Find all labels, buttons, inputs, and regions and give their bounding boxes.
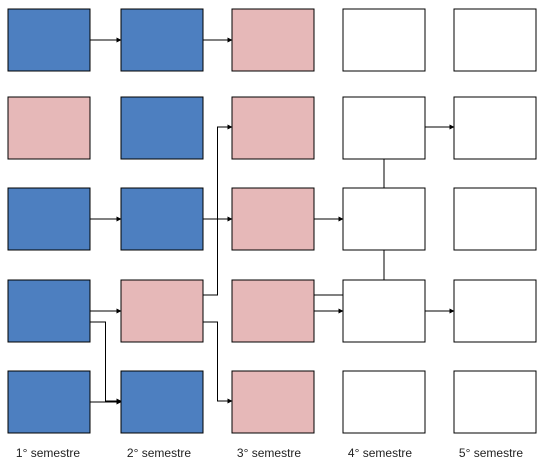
semester-label-2: 2° semestre bbox=[126, 446, 192, 460]
course-boxes-layer bbox=[7, 8, 537, 434]
course-box-r2-c2 bbox=[120, 96, 204, 160]
course-box-r2-c5 bbox=[453, 96, 537, 160]
course-box-r5-c2 bbox=[120, 370, 204, 434]
course-box-r1-c3 bbox=[231, 8, 315, 72]
course-box-r1-c1 bbox=[7, 8, 91, 72]
prerequisite-arrow-8 bbox=[203, 124, 233, 296]
course-box-r1-c2 bbox=[120, 8, 204, 72]
course-box-r3-c3 bbox=[231, 187, 315, 251]
course-box-r4-c3 bbox=[231, 279, 315, 343]
course-box-r3-c5 bbox=[453, 187, 537, 251]
course-box-r5-c4 bbox=[342, 370, 426, 434]
course-box-r1-c4 bbox=[342, 8, 426, 72]
course-box-r3-c2 bbox=[120, 187, 204, 251]
course-box-r1-c5 bbox=[453, 8, 537, 72]
semester-label-3: 3° semestre bbox=[236, 446, 302, 460]
course-box-r5-c3 bbox=[231, 370, 315, 434]
course-box-r4-c2 bbox=[120, 279, 204, 343]
prerequisite-arrow-6 bbox=[90, 321, 122, 404]
course-box-r2-c1 bbox=[7, 96, 91, 160]
course-box-r3-c1 bbox=[7, 187, 91, 251]
course-box-r4-c5 bbox=[453, 279, 537, 343]
semester-label-5: 5° semestre bbox=[458, 446, 524, 460]
course-box-r2-c4 bbox=[342, 96, 426, 160]
course-box-r2-c3 bbox=[231, 96, 315, 160]
course-box-r4-c1 bbox=[7, 279, 91, 343]
course-box-r3-c4 bbox=[342, 187, 426, 251]
course-box-r5-c1 bbox=[7, 370, 91, 434]
semester-label-1: 1° semestre bbox=[15, 446, 81, 460]
course-box-r4-c4 bbox=[342, 279, 426, 343]
semester-label-4: 4° semestre bbox=[347, 446, 413, 460]
course-box-r5-c5 bbox=[453, 370, 537, 434]
prerequisite-arrow-9 bbox=[203, 321, 233, 404]
